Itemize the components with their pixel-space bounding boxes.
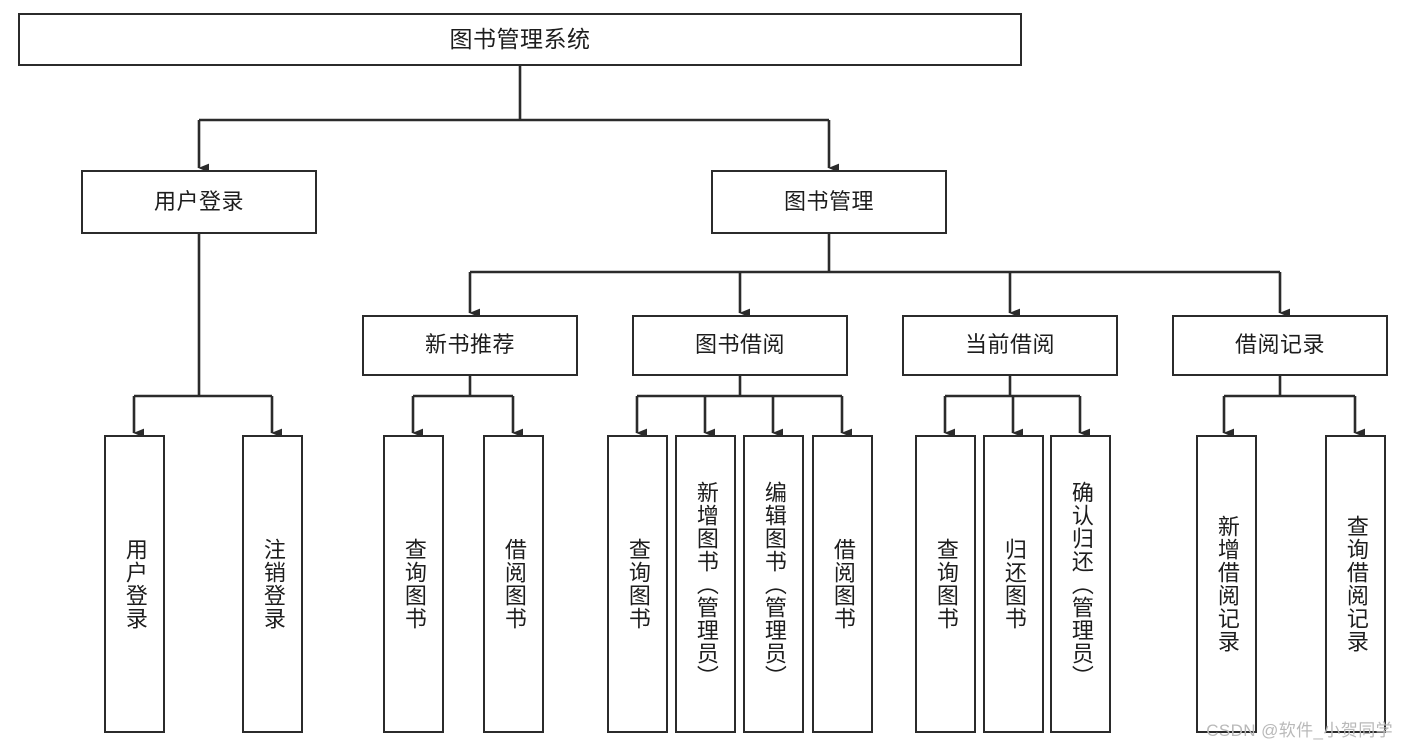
leaf-book-borrow-edit[interactable]: 编辑图书（管理员）: [743, 435, 804, 733]
leaf-book-borrow-add[interactable]: 新增图书（管理员）: [675, 435, 736, 733]
node-label: 图书管理: [783, 188, 874, 214]
node-label: 编辑图书（管理员）: [761, 480, 787, 688]
node-current-borrow[interactable]: 当前借阅: [902, 315, 1118, 376]
node-label: 借阅图书: [830, 538, 856, 630]
node-book-management[interactable]: 图书管理: [711, 170, 947, 234]
node-label: 查询图书: [401, 538, 427, 630]
node-label: 借阅记录: [1234, 332, 1325, 358]
leaf-user-login-login[interactable]: 用户登录: [104, 435, 165, 733]
node-label: 新书推荐: [424, 332, 515, 358]
node-user-login[interactable]: 用户登录: [81, 170, 317, 234]
node-label: 用户登录: [153, 188, 244, 214]
leaf-current-borrow-return[interactable]: 归还图书: [983, 435, 1044, 733]
node-label: 查询图书: [625, 538, 651, 630]
leaf-borrow-record-query[interactable]: 查询借阅记录: [1325, 435, 1386, 733]
leaf-current-borrow-confirm-return[interactable]: 确认归还（管理员）: [1050, 435, 1111, 733]
node-label: 新增借阅记录: [1214, 515, 1240, 653]
csdn-watermark: CSDN @软件_小贺同学: [1206, 721, 1393, 740]
node-label: 新增图书（管理员）: [693, 480, 719, 688]
node-label: 查询借阅记录: [1343, 515, 1369, 653]
leaf-new-book-borrow[interactable]: 借阅图书: [483, 435, 544, 733]
node-label: 图书管理系统: [449, 25, 591, 52]
node-label: 用户登录: [122, 538, 148, 630]
node-root-system[interactable]: 图书管理系统: [18, 13, 1022, 66]
leaf-borrow-record-add[interactable]: 新增借阅记录: [1196, 435, 1257, 733]
node-label: 当前借阅: [964, 332, 1055, 358]
leaf-book-borrow-borrow[interactable]: 借阅图书: [812, 435, 873, 733]
leaf-user-login-logout[interactable]: 注销登录: [242, 435, 303, 733]
node-label: 归还图书: [1001, 538, 1027, 630]
node-label: 借阅图书: [501, 538, 527, 630]
node-new-book-recommend[interactable]: 新书推荐: [362, 315, 578, 376]
node-book-borrow[interactable]: 图书借阅: [632, 315, 848, 376]
node-label: 查询图书: [933, 538, 959, 630]
node-label: 注销登录: [260, 538, 286, 630]
leaf-current-borrow-query[interactable]: 查询图书: [915, 435, 976, 733]
node-label: 确认归还（管理员）: [1068, 480, 1094, 688]
node-borrow-record[interactable]: 借阅记录: [1172, 315, 1388, 376]
node-label: 图书借阅: [694, 332, 785, 358]
leaf-book-borrow-query[interactable]: 查询图书: [607, 435, 668, 733]
leaf-new-book-query[interactable]: 查询图书: [383, 435, 444, 733]
